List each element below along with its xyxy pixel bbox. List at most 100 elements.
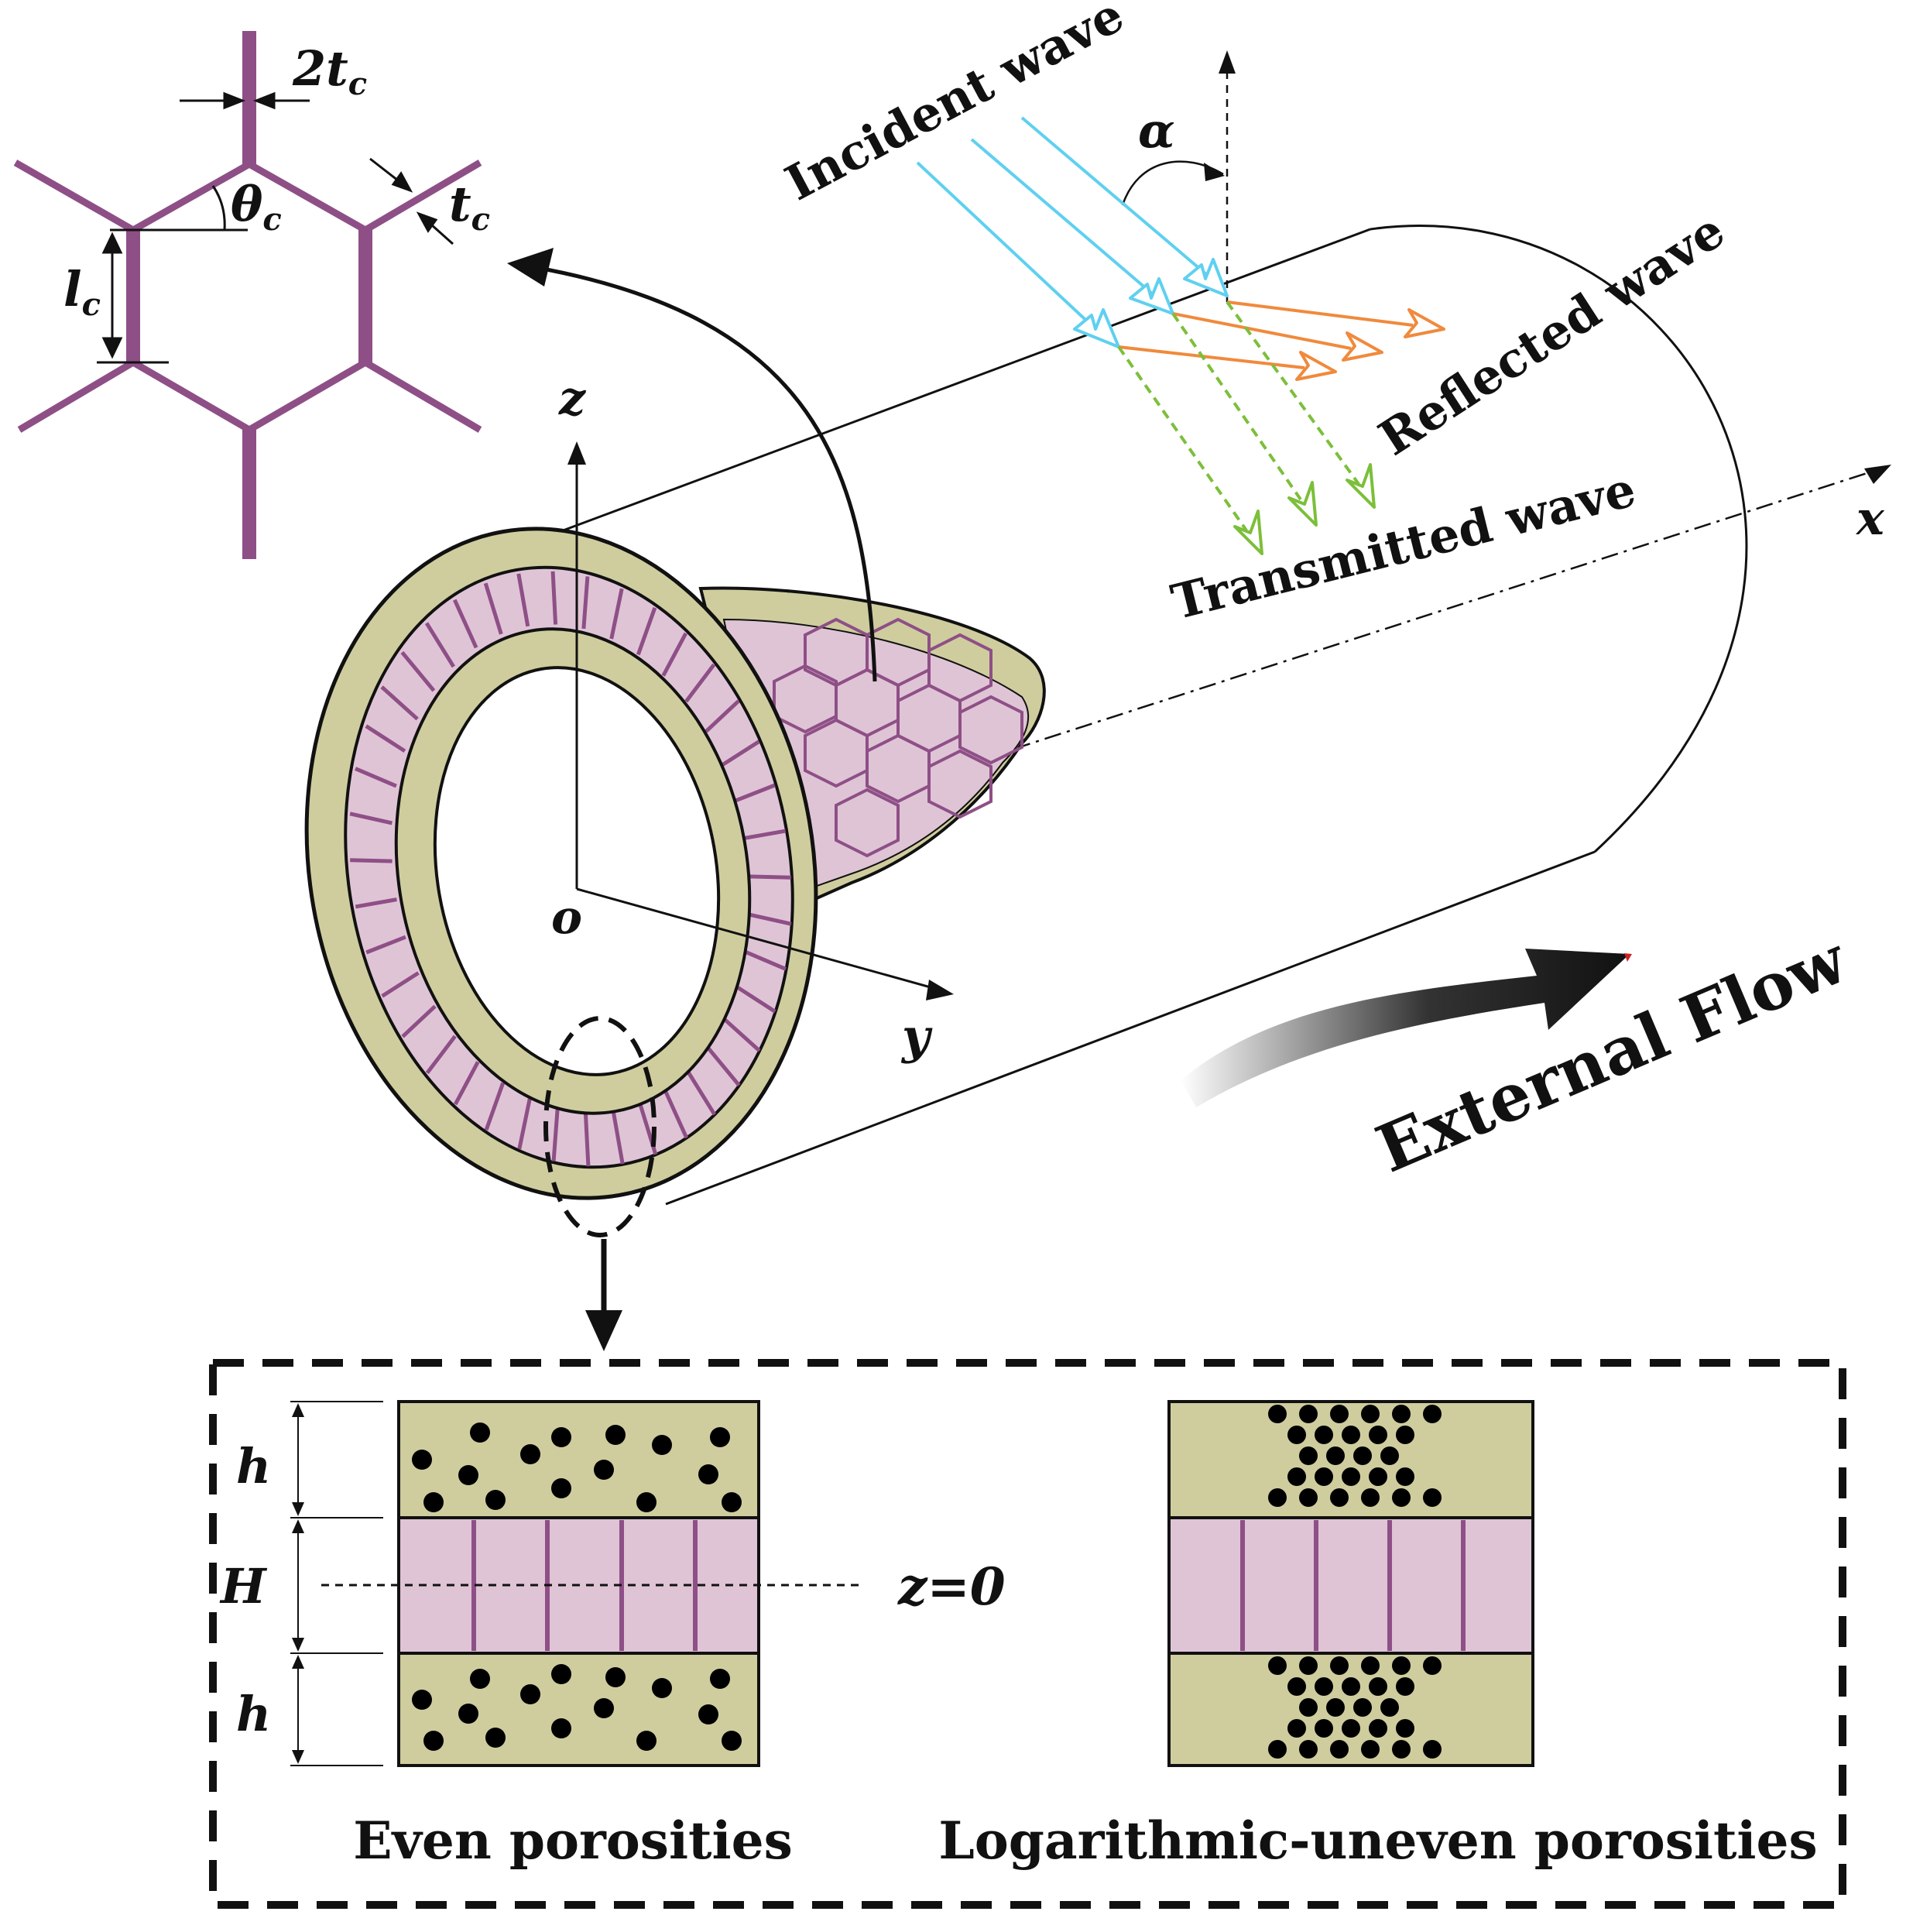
zoom-region-marker — [543, 1016, 657, 1237]
even-porosity-panel — [397, 1400, 760, 1767]
log-pores-top — [1268, 1405, 1442, 1507]
core-cell-wall — [401, 1004, 437, 1038]
pore — [1287, 1719, 1306, 1738]
normal-arrowhead — [1219, 50, 1236, 74]
cylinder-bottom-edge — [665, 850, 1596, 1206]
pore — [1392, 1740, 1411, 1759]
pore — [1330, 1656, 1349, 1675]
pore — [1299, 1698, 1318, 1717]
z-axis-label: z — [558, 372, 587, 426]
core-cell-wall — [355, 897, 397, 909]
transmitted-wave-label: Transmitted wave — [1166, 461, 1641, 630]
z-axis-arrowhead — [567, 441, 586, 465]
pore — [1330, 1488, 1349, 1507]
core-cell-wall — [380, 685, 419, 721]
core-cell-wall — [735, 783, 776, 803]
flow-arrow-tip — [1624, 953, 1632, 962]
core-cell-wall — [350, 858, 393, 863]
log-porosity-label: Logarithmic-uneven porosities — [938, 1810, 1817, 1871]
log-core — [1167, 1516, 1534, 1655]
core-cell-wall — [400, 650, 436, 692]
cylinder-end-cap — [1370, 225, 1748, 853]
pipe-cross-section — [304, 527, 1046, 1351]
core-cell-wall — [609, 588, 624, 640]
pore — [1326, 1446, 1345, 1465]
core-cell-wall — [705, 1045, 741, 1087]
external-flow-arrow — [1181, 949, 1630, 1107]
core-cell-wall — [722, 1017, 761, 1052]
reflected-waves — [1118, 300, 1445, 381]
core-cell-wall — [684, 663, 716, 703]
pore — [1361, 1740, 1380, 1759]
x-axis-arrowhead — [1864, 465, 1891, 484]
pore — [1361, 1405, 1380, 1423]
core-cell-wall — [550, 571, 558, 625]
even-pores-bottom — [412, 1664, 742, 1751]
label-tc: tc — [449, 176, 490, 238]
core-cell-wall — [349, 812, 393, 825]
pore — [1287, 1467, 1306, 1486]
even-top-sheet — [397, 1400, 760, 1519]
core-cell-wall — [365, 724, 406, 753]
label-h-top: h — [236, 1438, 271, 1494]
pore — [1380, 1446, 1399, 1465]
core-cell-wall — [744, 949, 787, 971]
coordinate-axes — [575, 457, 945, 993]
core-cell-wall — [735, 984, 777, 1014]
incident-waves — [916, 116, 1229, 348]
core-cell-wall — [453, 1061, 480, 1106]
label-theta-c: θc — [231, 176, 282, 238]
core-cell-wall — [425, 1035, 457, 1075]
pore — [1423, 1488, 1442, 1507]
pore — [1423, 1405, 1442, 1423]
pore — [1369, 1719, 1387, 1738]
pore — [1299, 1446, 1318, 1465]
core-cell-wall — [483, 582, 503, 635]
cylinder-top-edge — [506, 228, 1371, 553]
pore — [1353, 1698, 1372, 1717]
pore — [1268, 1740, 1287, 1759]
zoom-arrowhead — [585, 1310, 622, 1351]
core-cell-wall — [452, 599, 478, 649]
pore — [1342, 1719, 1360, 1738]
pore — [1369, 1677, 1387, 1696]
core-cell-walls — [349, 571, 792, 1167]
pore — [1299, 1656, 1318, 1675]
honeycomb-dimension-lines — [97, 91, 454, 364]
label-z0: z=0 — [897, 1556, 1006, 1617]
y-axis — [576, 887, 945, 993]
core-cell-wall — [705, 699, 740, 733]
core-cell-wall — [355, 767, 397, 788]
pore — [1353, 1446, 1372, 1465]
core-cell-wall — [583, 1113, 591, 1167]
core-cell-wall — [686, 1069, 717, 1116]
even-pores-top — [412, 1422, 742, 1512]
pore — [1342, 1426, 1360, 1444]
y-axis-arrowhead — [926, 980, 954, 1000]
pore — [1396, 1719, 1414, 1738]
core-cell-wall — [381, 971, 420, 998]
log-porosity-panel — [1167, 1400, 1534, 1767]
pore — [1326, 1698, 1345, 1717]
unit-cell-callout-arrow — [533, 265, 877, 682]
core-cell-wall — [516, 573, 530, 627]
pore — [1423, 1740, 1442, 1759]
core-cell-wall — [722, 740, 760, 767]
pore — [1315, 1467, 1333, 1486]
core-cell-wall — [551, 1108, 560, 1162]
core-cell-wall — [581, 576, 590, 630]
pore — [1380, 1698, 1399, 1717]
pore — [1396, 1426, 1414, 1444]
unit-cell-callout-arrowhead — [507, 248, 554, 287]
pore — [1299, 1488, 1318, 1507]
log-top-sheet — [1167, 1400, 1534, 1519]
pore — [1361, 1488, 1380, 1507]
pore — [1392, 1656, 1411, 1675]
pore — [1392, 1488, 1411, 1507]
incident-wave-label: Incident wave — [777, 0, 1133, 211]
pore — [1361, 1656, 1380, 1675]
porosity-detail-box — [209, 1359, 1846, 1909]
log-pores-bottom — [1268, 1656, 1442, 1759]
pore — [1330, 1740, 1349, 1759]
